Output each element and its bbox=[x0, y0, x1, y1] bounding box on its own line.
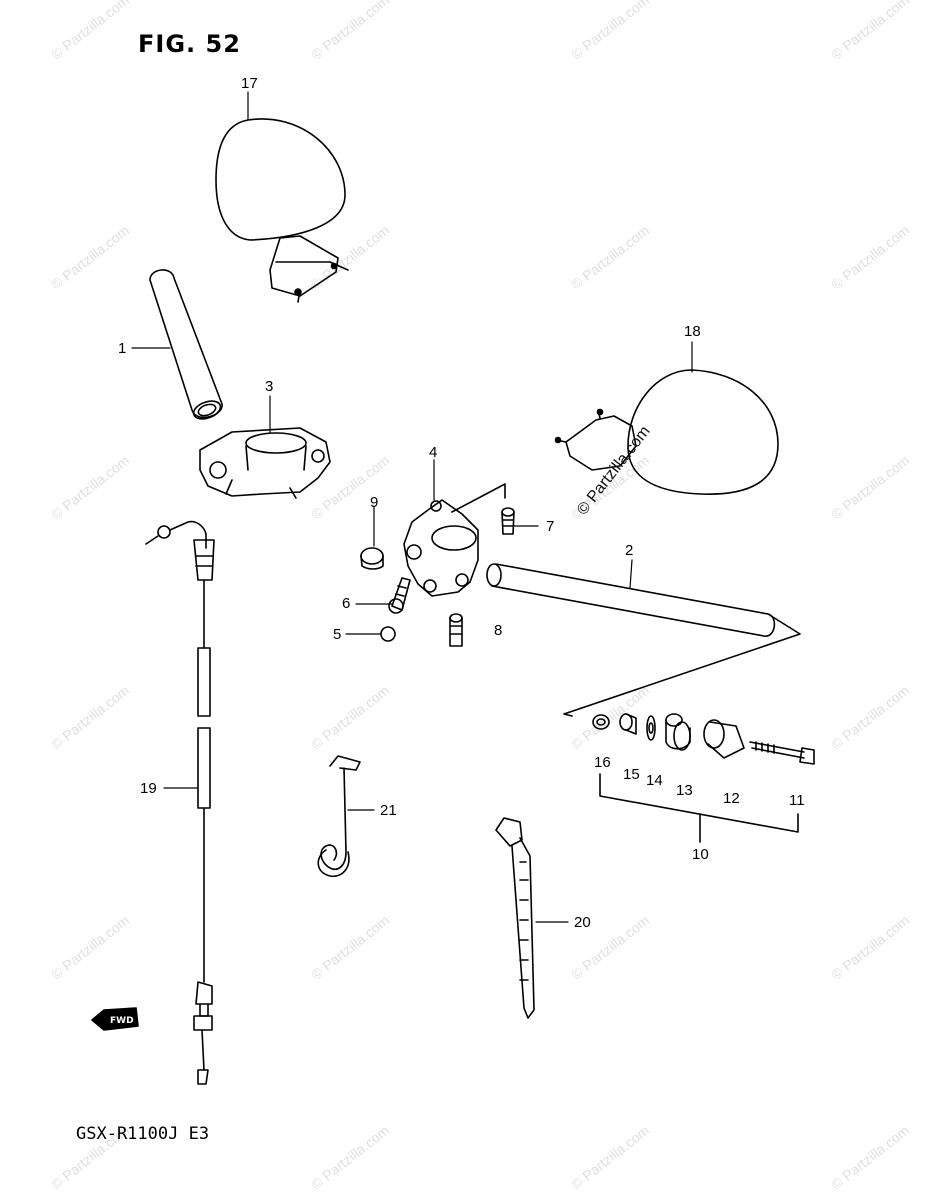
part-13-weight bbox=[665, 713, 691, 751]
part-10-bracket bbox=[599, 773, 799, 843]
callout-16: 16 bbox=[594, 754, 611, 771]
part-4-holder bbox=[403, 483, 506, 597]
part-9-cap bbox=[360, 547, 384, 570]
part-21-clip bbox=[317, 755, 361, 877]
model-code: GSX-R1100J E3 bbox=[76, 1124, 210, 1144]
figure-title: FIG. 52 bbox=[138, 30, 241, 58]
part-15-weight bbox=[619, 713, 637, 735]
part-16-nut bbox=[592, 714, 610, 730]
part-6-bolt bbox=[388, 577, 411, 614]
callout-13: 13 bbox=[676, 782, 693, 799]
part-1-grip bbox=[149, 269, 223, 420]
part-12-weight bbox=[703, 719, 745, 759]
callout-20: 20 bbox=[574, 914, 591, 931]
callout-4: 4 bbox=[429, 444, 438, 461]
callout-14: 14 bbox=[646, 772, 663, 789]
part-3-holder bbox=[199, 427, 331, 499]
callout-11: 11 bbox=[789, 792, 805, 809]
callout-7: 7 bbox=[546, 518, 555, 535]
callout-18: 18 bbox=[684, 323, 701, 340]
callout-17: 17 bbox=[241, 75, 258, 92]
callout-8: 8 bbox=[494, 622, 503, 639]
part-8-bolt bbox=[449, 613, 463, 647]
part-19-cable bbox=[145, 520, 215, 1085]
callout-5: 5 bbox=[333, 626, 342, 643]
fwd-label: FWD bbox=[110, 1016, 134, 1026]
part-20-cable-tie bbox=[495, 817, 535, 1019]
part-11-screw bbox=[749, 741, 815, 765]
part-7-bolt bbox=[501, 507, 515, 535]
callout-1: 1 bbox=[118, 340, 127, 357]
callout-21: 21 bbox=[380, 802, 397, 819]
callout-15: 15 bbox=[623, 766, 640, 783]
callout-9: 9 bbox=[370, 494, 379, 511]
callout-6: 6 bbox=[342, 595, 351, 612]
callout-12: 12 bbox=[723, 790, 740, 807]
part-14-washer bbox=[646, 715, 656, 741]
fwd-arrow-icon: FWD bbox=[91, 1007, 139, 1031]
part-2-handlebar bbox=[486, 563, 801, 717]
part-17-left-mirror bbox=[215, 118, 349, 303]
callout-2: 2 bbox=[625, 542, 634, 559]
leader-lines bbox=[131, 91, 693, 923]
callout-10: 10 bbox=[692, 846, 709, 863]
callout-19: 19 bbox=[140, 780, 157, 797]
callout-3: 3 bbox=[265, 378, 274, 395]
part-18-right-mirror bbox=[554, 369, 779, 495]
part-5-ball bbox=[380, 626, 396, 642]
